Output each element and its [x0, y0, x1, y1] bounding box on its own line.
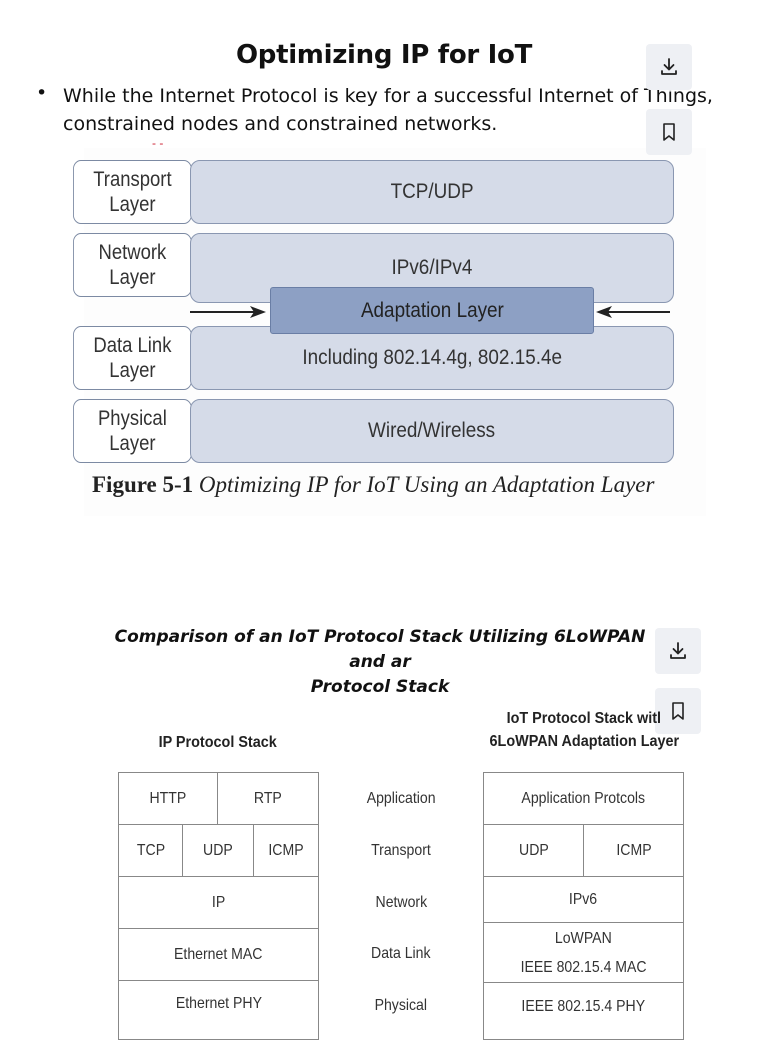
label-line: Layer [109, 432, 156, 455]
application-protocols-cell: Application Protcols [483, 772, 684, 825]
layer-box-text: TCP/UDP [390, 180, 474, 203]
bullet-line-2: constrained nodes and constrained networ… [63, 113, 498, 135]
figure-caption: Figure 5-1 Optimizing IP for IoT Using a… [92, 472, 654, 498]
mid-label-network: Network [375, 894, 427, 911]
download-button-2[interactable] [655, 628, 701, 674]
dash-mark: - - [152, 136, 164, 150]
lowpan-cell: LoWPAN [483, 922, 684, 954]
adaptation-layer-box: Adaptation Layer [270, 287, 594, 334]
iot-udp-cell: UDP [483, 824, 584, 877]
iot-stack-heading: IoT Protocol Stack witl 6LoWPAN Adaptati… [474, 707, 694, 753]
comparison-title-line-1: Comparison of an IoT Protocol Stack Util… [114, 627, 646, 672]
ethernet-phy-cell: Ethernet PHY [118, 980, 319, 1040]
label-line: Layer [109, 193, 156, 216]
label-line: Physical [97, 407, 167, 430]
udp-cell: UDP [182, 824, 254, 877]
mid-label-transport: Transport [371, 842, 431, 859]
bullet-line-1: While the Internet Protocol is key for a… [63, 85, 713, 107]
data-link-layer-box: Including 802.14.4g, 802.15.4e [190, 326, 674, 390]
ieee-phy-cell: IEEE 802.15.4 PHY [483, 982, 684, 1040]
comparison-title-line-2: Protocol Stack [310, 677, 450, 697]
label-line: Data Link [93, 334, 172, 357]
tcp-cell: TCP [118, 824, 183, 877]
label-line: Layer [109, 359, 156, 382]
icmp-cell: ICMP [253, 824, 319, 877]
mid-label-data-link: Data Link [371, 945, 431, 962]
layer-box-text: IPv6/IPv4 [391, 256, 473, 279]
left-arrow-icon [596, 306, 670, 318]
mid-label-physical: Physical [374, 997, 428, 1014]
adaptation-text: Adaptation Layer [360, 298, 504, 322]
bullet-text: While the Internet Protocol is key for a… [63, 82, 713, 138]
slide-title: Optimizing IP for IoT [235, 40, 533, 70]
ethernet-mac-cell: Ethernet MAC [118, 928, 319, 981]
rtp-cell: RTP [217, 772, 319, 825]
right-arrow-icon [190, 306, 266, 318]
caption-number: Figure 5-1 [92, 472, 194, 497]
transport-layer-box: TCP/UDP [190, 160, 674, 224]
bookmark-button-2[interactable] [655, 688, 701, 734]
label-line: Network [98, 241, 167, 264]
bookmark-button[interactable] [646, 109, 692, 155]
bullet-mark: • [36, 82, 48, 104]
ip-cell: IP [118, 876, 319, 929]
layer-box-text: Including 802.14.4g, 802.15.4e [302, 346, 562, 369]
bookmark-icon [663, 123, 675, 141]
heading-line-2: 6LoWPAN Adaptation Layer [489, 733, 679, 750]
comparison-title: Comparison of an IoT Protocol Stack Util… [100, 625, 660, 700]
caption-text: Optimizing IP for IoT Using an Adaptatio… [198, 472, 655, 497]
http-cell: HTTP [118, 772, 218, 825]
download-icon [661, 58, 677, 75]
download-icon [670, 642, 686, 659]
physical-layer-box: Wired/Wireless [190, 399, 674, 463]
layer-box-text: Wired/Wireless [368, 419, 496, 442]
ieee-mac-cell: IEEE 802.15.4 MAC [483, 953, 684, 983]
ip-stack-heading: IP Protocol Stack [158, 734, 278, 751]
download-button[interactable] [646, 44, 692, 90]
ipv6-cell: IPv6 [483, 876, 684, 923]
heading-line-1: IoT Protocol Stack witl [506, 710, 662, 727]
label-line: Transport [93, 168, 172, 191]
label-line: Layer [109, 266, 156, 289]
iot-icmp-cell: ICMP [583, 824, 684, 877]
bookmark-icon [672, 702, 684, 720]
mid-label-application: Application [366, 790, 436, 807]
